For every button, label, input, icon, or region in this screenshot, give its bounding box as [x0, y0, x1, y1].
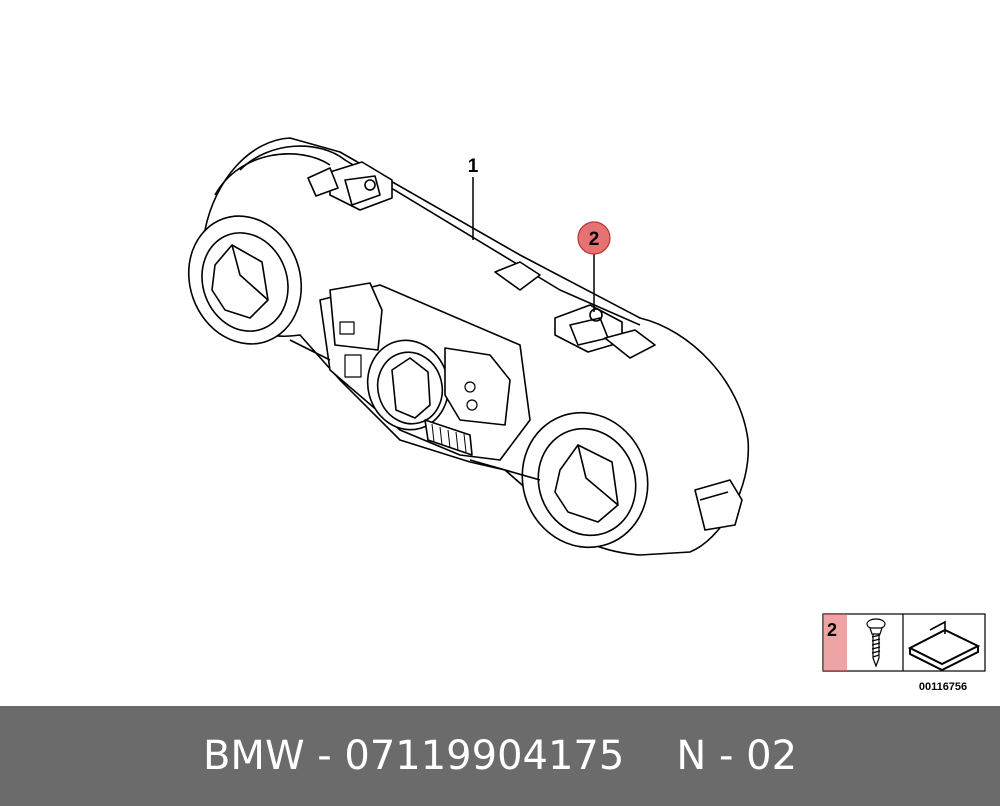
panel-sheet-icon: [907, 620, 981, 672]
footer-bar: BMW - 07119904175 N - 02: [0, 706, 1000, 806]
footer-page-ref: N - 02: [676, 733, 798, 779]
footer-part-number: 07119904175: [344, 733, 625, 779]
footer-brand: BMW: [202, 733, 305, 779]
callout-2-highlight: [577, 221, 611, 255]
parts-box-item-highlight: [823, 614, 847, 671]
callout-1-label: 1: [468, 156, 479, 177]
climate-control-panel-drawing: [187, 137, 750, 556]
callout-2-label: 2: [589, 229, 600, 250]
parts-box: 2 00116756: [822, 613, 986, 693]
screw-icon: [866, 618, 886, 668]
parts-diagram: 1 2 2 00116756: [187, 137, 986, 693]
parts-box-item-number: 2: [827, 620, 837, 640]
illustration-number: 00116756: [919, 681, 967, 693]
footer-separator: -: [317, 733, 332, 779]
